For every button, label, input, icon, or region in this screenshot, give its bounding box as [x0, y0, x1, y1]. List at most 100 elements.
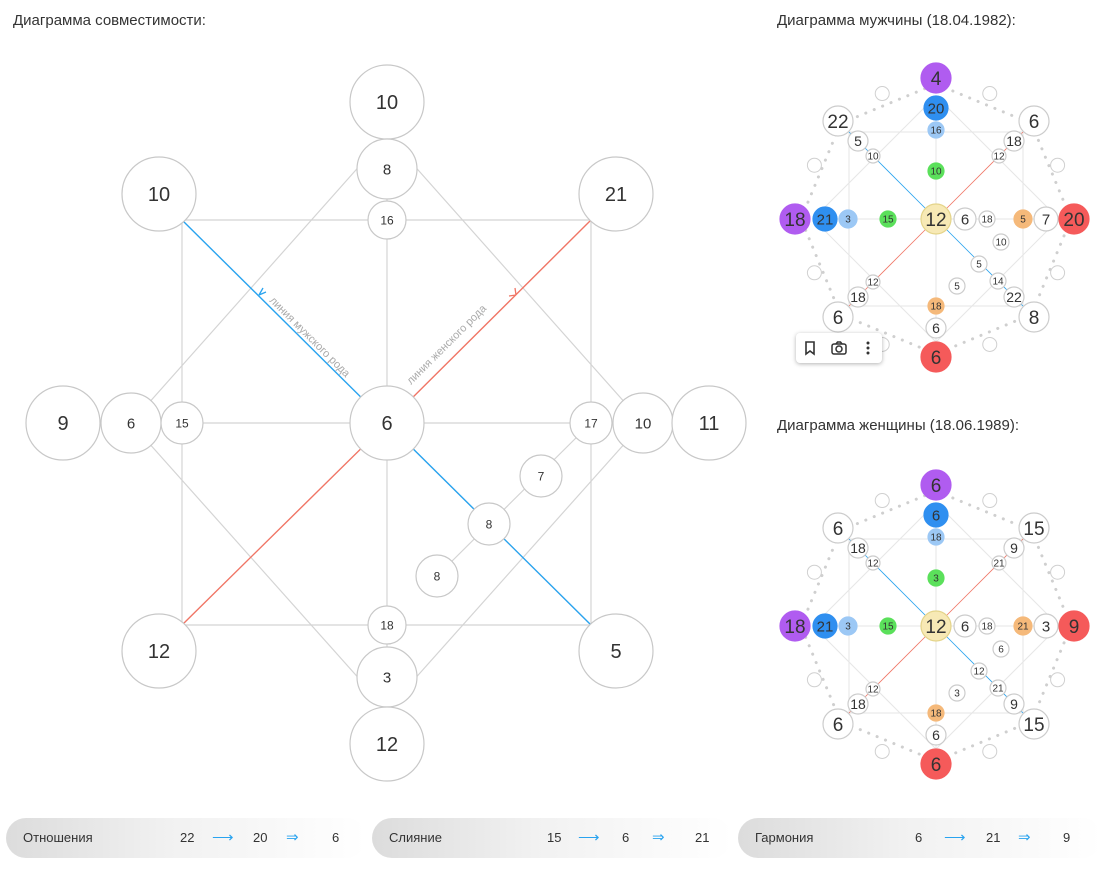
woman-node-right2: 3 [1042, 618, 1050, 635]
dot-circle [982, 493, 998, 509]
man-node-c_right2-circle [978, 210, 996, 228]
woman-node-tl_i: 12 [867, 559, 879, 570]
pill-value-b: 20 [253, 830, 268, 845]
man-node-tr_m: 18 [1006, 133, 1022, 149]
dot-circle [806, 672, 822, 688]
compat-node-diag1-circle [519, 454, 563, 498]
man-node-right3-circle [1013, 209, 1033, 229]
woman-node-green_top: 3 [933, 574, 939, 585]
pill-merger: Слияние 15 ⟶ 6 ⇒ 21 [372, 818, 732, 858]
compat-node-tr: 21 [605, 184, 627, 206]
woman-node-top2-circle [923, 502, 949, 528]
woman-node-bottom-circle [920, 748, 952, 780]
compat-node-top_mid-circle [356, 138, 418, 200]
pill-value-c: 21 [695, 830, 710, 845]
man-node-left3-circle [838, 209, 858, 229]
man-node-top-circle [920, 62, 952, 94]
man-node-green_left-circle [879, 210, 897, 228]
compat-node-right_outer-circle [671, 385, 747, 461]
woman-node-left: 18 [784, 617, 805, 638]
woman-node-right2-circle [1033, 613, 1059, 639]
woman-node-right3: 21 [1017, 622, 1029, 633]
woman-node-right-circle [1058, 610, 1090, 642]
man-node-bot2-circle [925, 317, 947, 339]
compat-node-tr-circle [578, 156, 654, 232]
camera-icon[interactable] [828, 337, 850, 359]
woman-node-tl_m: 18 [850, 540, 866, 556]
man-node-bot3: 18 [930, 302, 942, 313]
arrow-head-icon [508, 287, 517, 297]
woman-node-bl_i-circle [865, 681, 881, 697]
compat-node-bottom_mid: 3 [383, 669, 391, 686]
man-node-bl_o: 6 [833, 308, 844, 329]
woman-node-top3: 18 [930, 533, 942, 544]
compat-node-br: 5 [610, 641, 621, 663]
connector-line [386, 134, 644, 424]
compat-node-left_outer: 9 [57, 413, 68, 435]
woman-node-c_right2: 18 [981, 622, 993, 633]
compat-node-left_inner-circle [160, 401, 204, 445]
man-node-right2-circle [1033, 206, 1059, 232]
compat-node-center-circle [349, 385, 425, 461]
man-node-left: 18 [784, 210, 805, 231]
dot-circle [1050, 564, 1066, 580]
woman-node-green_left: 15 [882, 622, 894, 633]
dotted-edge [839, 82, 938, 126]
man-node-left2-circle [812, 206, 838, 232]
woman-node-br_n2: 12 [973, 667, 985, 678]
woman-node-br_n4-circle [989, 679, 1007, 697]
dot-circle [806, 265, 822, 281]
male-line-label: линия мужского рода [267, 295, 353, 381]
woman-node-br_n1: 6 [998, 645, 1004, 656]
pill-label: Отношения [23, 830, 93, 845]
man-node-bot2: 6 [932, 320, 940, 336]
woman-node-br_o: 15 [1023, 715, 1044, 736]
woman-node-top: 6 [931, 476, 942, 497]
man-node-bl_o-circle [822, 301, 854, 333]
bookmark-icon[interactable] [799, 337, 821, 359]
man-node-br_n2: 5 [976, 260, 982, 271]
woman-node-bl_m: 18 [850, 696, 866, 712]
man-node-br_n3: 5 [954, 282, 960, 293]
woman-node-bottom: 6 [931, 755, 942, 776]
woman-node-top3-circle [927, 528, 945, 546]
man-node-tr_o: 6 [1029, 112, 1040, 133]
man-node-tl_m-circle [847, 130, 869, 152]
dotted-edge [1029, 624, 1073, 723]
man-node-tl_i: 10 [867, 152, 879, 163]
dot-circle [806, 564, 822, 580]
dotted-edge [1029, 122, 1073, 221]
woman-node-left3: 3 [845, 622, 851, 633]
man-node-left2: 21 [817, 211, 834, 228]
man-node-br_o: 8 [1029, 308, 1040, 329]
woman-node-bl_i: 12 [867, 685, 879, 696]
compat-node-bl: 12 [148, 641, 170, 663]
man-node-tr_o-circle [1018, 105, 1050, 137]
man-node-right3: 5 [1020, 215, 1026, 226]
more-vertical-icon[interactable] [857, 337, 879, 359]
man-node-br_o-circle [1018, 301, 1050, 333]
man-node-tr_m-circle [1003, 130, 1025, 152]
woman-node-left2-circle [812, 613, 838, 639]
woman-node-tr_o: 15 [1023, 519, 1044, 540]
compat-node-left_inner: 15 [175, 416, 189, 430]
compat-node-tl: 10 [148, 184, 170, 206]
pill-harmony: Гармония 6 ⟶ 21 ⇒ 9 [738, 818, 1102, 858]
compat-node-right_outer: 11 [699, 413, 720, 435]
man-node-top2: 20 [928, 100, 945, 117]
woman-node-left-circle [779, 610, 811, 642]
compat-node-right_inner-circle [569, 401, 613, 445]
compat-title: Диаграмма совместимости: [13, 12, 206, 29]
man-node-bl_m: 18 [850, 289, 866, 305]
woman-node-tl_o-circle [822, 512, 854, 544]
dotted-edge [799, 624, 843, 723]
compat-node-left_mid: 6 [127, 415, 135, 432]
man-node-right: 20 [1063, 210, 1084, 231]
dotted-edge [1029, 529, 1073, 628]
female-line [181, 422, 388, 626]
dot-circle [874, 493, 890, 509]
man-node-left3: 3 [845, 215, 851, 226]
man-node-br_m: 22 [1006, 289, 1022, 305]
compat-node-top_inner-circle [367, 200, 407, 240]
woman-node-br_n1-circle [992, 640, 1010, 658]
